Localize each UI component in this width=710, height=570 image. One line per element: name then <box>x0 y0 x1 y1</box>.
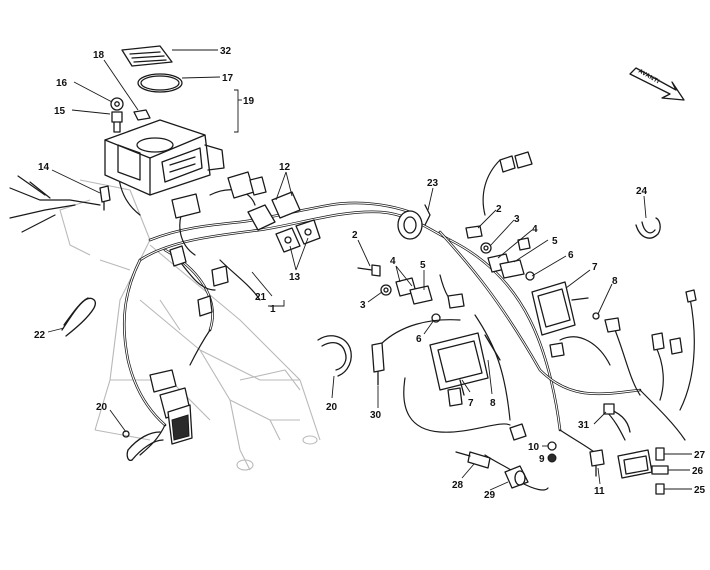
callout-27: 27 <box>694 450 706 461</box>
callout-16: 16 <box>56 78 68 89</box>
callout-3-middle: 3 <box>360 300 366 311</box>
nut-18 <box>133 109 151 121</box>
callout-22: 22 <box>34 330 46 341</box>
callout-8-middle: 8 <box>490 398 496 409</box>
ecu-control-unit <box>104 119 225 196</box>
left-connectors <box>149 171 267 445</box>
callout-21: 21 <box>255 292 267 303</box>
callout-6-upper: 6 <box>568 250 574 261</box>
callout-17: 17 <box>222 73 234 84</box>
direction-arrow: AVANTI <box>629 67 685 101</box>
callout-7-upper: 7 <box>592 262 598 273</box>
callout-32: 32 <box>220 46 232 57</box>
branch-wires <box>9 149 695 491</box>
callout-5-upper: 5 <box>552 236 558 247</box>
callout-9: 9 <box>539 454 545 465</box>
callout-7-middle: 7 <box>468 398 474 409</box>
callout-23: 23 <box>427 178 439 189</box>
fasteners-upper-right <box>465 225 535 281</box>
callout-28: 28 <box>452 480 464 491</box>
callout-20-left: 20 <box>96 402 108 413</box>
connector-14 <box>99 185 111 211</box>
module-7-upper <box>531 281 600 336</box>
callout-5-middle: 5 <box>420 260 426 271</box>
leader-lines <box>47 49 692 491</box>
callout-30: 30 <box>370 410 382 421</box>
sensor-28 <box>455 451 491 469</box>
callout-2-middle: 2 <box>352 230 358 241</box>
callout-13: 13 <box>289 272 301 283</box>
washer-16 <box>110 97 124 111</box>
sensor-30 <box>371 342 385 386</box>
bolt-15 <box>111 111 123 123</box>
callout-10: 10 <box>528 442 540 453</box>
callout-3-upper: 3 <box>514 214 520 225</box>
callout-25: 25 <box>694 485 706 496</box>
callout-14: 14 <box>38 162 50 173</box>
callout-1: 1 <box>270 304 276 315</box>
callout-12: 12 <box>279 162 291 173</box>
callout-8-upper: 8 <box>612 276 618 287</box>
callout-4-upper: 4 <box>532 224 538 235</box>
ecu-small-parts <box>110 45 183 133</box>
callout-15: 15 <box>54 106 66 117</box>
clip-20-left <box>122 430 164 462</box>
callout-18: 18 <box>93 50 105 61</box>
callout-11: 11 <box>594 486 605 497</box>
sensor-29 <box>504 465 529 489</box>
callout-4-middle: 4 <box>390 256 396 267</box>
callout-20-center: 20 <box>326 402 338 413</box>
callout-numbers: 32 18 17 16 19 15 14 12 23 24 2 3 4 5 6 … <box>34 46 706 501</box>
clip-20-center <box>317 335 352 377</box>
parts-lower-right <box>509 403 669 495</box>
module-7-middle <box>429 332 501 407</box>
callout-19: 19 <box>243 96 255 107</box>
fasteners-middle <box>357 264 465 323</box>
callout-29: 29 <box>484 490 496 501</box>
callout-6-middle: 6 <box>416 334 422 345</box>
connectors-right-edge <box>499 151 697 358</box>
callout-24: 24 <box>636 186 648 197</box>
clips-12-13 <box>247 191 321 253</box>
clip-24 <box>635 217 661 239</box>
clip-22 <box>61 297 96 337</box>
gasket-ring-17 <box>137 73 183 93</box>
callout-31: 31 <box>578 420 590 431</box>
callout-2-upper: 2 <box>496 204 502 215</box>
grommet-23 <box>397 204 431 240</box>
callout-26: 26 <box>692 466 704 477</box>
